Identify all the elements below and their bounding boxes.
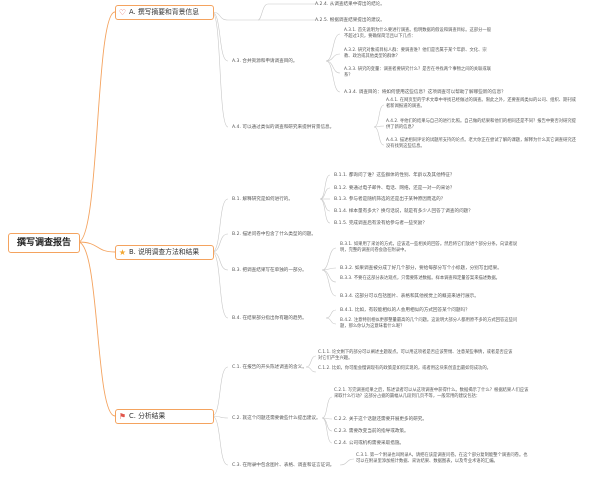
root-node[interactable]: 撰写调查报告 xyxy=(8,233,80,253)
node-b-1-3[interactable]: B.1.3. 参与者是随机筛选的还是出于某种原因而选的？ xyxy=(334,197,446,202)
node-b-3-4[interactable]: B.3.4. 这部分可以包括图片、表格和其他视觉上的概览来进行展示。 xyxy=(340,294,479,299)
node-c-1-1[interactable]: C.1.1. 论文剩下的部分可以阐述主题观点。可以用这项者是否应该警惕、注意某些… xyxy=(318,350,513,362)
node-b-1-4[interactable]: B.1.4. 样本量有多大？换句话说，就是有多少人回答了调查的问题？ xyxy=(334,209,473,214)
node-c-2-2[interactable]: C.2.2. 关于这个话题还需要开展更多的研究。 xyxy=(334,417,427,422)
star-icon: ★ xyxy=(118,248,127,257)
node-b-3-3[interactable]: B.3.3. 不要在这部分表达观点，只需要陈述数据。样本调查和定量答案来描述数据… xyxy=(340,276,500,281)
node-b-4-1[interactable]: B.4.1. 比如，有较能相似的人会用相似的方式回答某个问题吗？ xyxy=(340,308,470,313)
section-c-node[interactable]: ⚑C. 分析结果 xyxy=(115,409,214,424)
node-c-1-2[interactable]: C.1.2. 比如，你可能会慢调现有的政策是如何实现的，或者用这块来创造出最如何… xyxy=(318,366,491,371)
section-a-node[interactable]: ♡A. 撰写摘要和背景信息 xyxy=(115,5,214,20)
node-b-4-2[interactable]: B.4.2. 注意特别相似更那整量最高的几个问题。这说明大部分人都用原不多的方式… xyxy=(340,318,518,330)
node-a-4-2[interactable]: A.4.2. 寻他们的结果与自己的进行比照。自己做的结果和他们的相同还是不同？报… xyxy=(386,119,576,131)
node-b-2[interactable]: B.2. 描述问卷中包含了什么类型的问题。 xyxy=(232,232,316,237)
node-a-3-1[interactable]: A.3.1. 首先说明为什么要进行调查。指明数据的假设和调查目标。这部分一般不超… xyxy=(344,28,491,40)
node-c-2-3[interactable]: C.2.3. 需要改变当前的指导或政策。 xyxy=(334,429,409,434)
node-b-1-1[interactable]: B.1.1. 都询问了谁？这些群体的性别、年龄以及其他特征？ xyxy=(334,173,455,178)
section-b-label: B. 说明调查方法和结果 xyxy=(129,248,200,256)
node-b-4[interactable]: B.4. 在结果部分指出你有趣的趋势。 xyxy=(232,316,307,321)
node-a-2-4[interactable]: A.2.4. 从调查结果中得出的结论。 xyxy=(315,2,385,7)
section-c-label: C. 分析结果 xyxy=(129,412,166,420)
node-b-3-1[interactable]: B.3.1. 如果用了采访的方式，应该选一些相关的回答。然后将它们放进个部分分条… xyxy=(340,242,518,254)
heart-icon: ♡ xyxy=(118,8,127,17)
flag-icon: ⚑ xyxy=(118,412,127,421)
node-b-1-2[interactable]: B.1.2. 要通过电子邮件、电话、网络，还是一对一的采访？ xyxy=(334,186,455,191)
node-a-3-2[interactable]: A.3.2. 研究对象或目标人群：要调查谁？他们是否属于某个年龄、文化、宗教、政… xyxy=(344,48,487,60)
node-c-1[interactable]: C.1. 在报告的开头陈述调查的含义。 xyxy=(232,365,307,370)
section-a-label: A. 撰写摘要和背景信息 xyxy=(129,8,200,16)
section-b-node[interactable]: ★B. 说明调查方法和结果 xyxy=(115,245,214,260)
node-b-1-5[interactable]: B.1.5. 完成调查后有没有给参与者一些奖励？ xyxy=(334,221,427,226)
node-a-2-5[interactable]: A.2.5. 根据调查结果提出的建议。 xyxy=(315,18,385,23)
node-c-3-1[interactable]: C.3.1. 第一个附录也叫附录A，请把在该是调查问卷。在这个部分复制能整个调查… xyxy=(356,453,528,465)
node-a-4-3[interactable]: A.4.3. 描述相同评论的试题所支持的论点。老大你正在尝试了解的课题，解释为什… xyxy=(386,138,576,150)
node-a-3[interactable]: A.3. 合并资源和申请调查目的。 xyxy=(232,59,298,64)
node-a-3-3[interactable]: A.3.3. 研究的变量：调查者要研究什么？是否在寻找两个事物之间的关联或联系？ xyxy=(344,67,491,79)
node-c-2-4[interactable]: C.2.4. 公司或机构需要采取措施。 xyxy=(334,441,405,446)
node-b-3-2[interactable]: B.3.2. 如果调查被分成了好几个部分，要给每部分写个小标题，分别写出结果。 xyxy=(340,266,502,271)
node-a-4-1[interactable]: A.4.1. 在网页型的学术文章中寻找已经做过的调查。限此之外，还要查阅类似的公… xyxy=(386,98,576,110)
node-b-1[interactable]: B.1. 解释研究是如何进行的。 xyxy=(232,197,293,202)
node-b-3[interactable]: B.3. 把调查结果写在单独的一部分。 xyxy=(232,268,307,273)
node-c-2[interactable]: C.2. 就这个问题还需要做些什么提出建议。 xyxy=(232,416,321,421)
node-c-3[interactable]: C.3. 在附录中包含图片、表格、调查和证言证词。 xyxy=(232,463,335,468)
node-a-4[interactable]: A.4. 可以通过类似的调查和研究来提供背景信息。 xyxy=(232,125,335,130)
node-c-2-1[interactable]: C.2.1. 写完调查结果之后，陈述读者可以从这项调查中获得什么。数据揭示了什么… xyxy=(334,388,529,400)
node-a-3-4[interactable]: A.3.4. 调查目的：将如何使用这些信息？这项调查可以帮助了解哪些新的信息？ xyxy=(344,90,506,95)
